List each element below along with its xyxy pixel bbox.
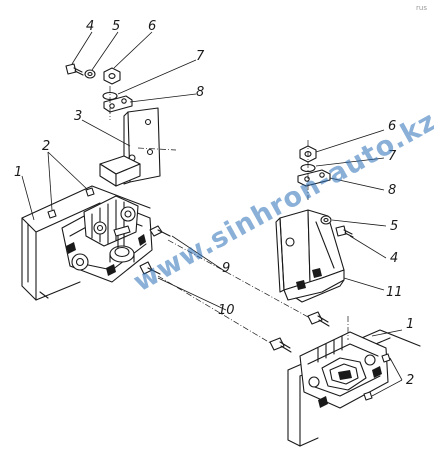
callout-4-top-left: 4: [86, 19, 94, 34]
callout-1-left: 1: [14, 165, 22, 180]
right-fasteners-top: [297, 140, 354, 238]
callout-11: 11: [386, 285, 403, 300]
callout-10: 10: [218, 303, 235, 318]
callout-8-top-left: 8: [196, 85, 204, 100]
callout-5-right: 5: [390, 219, 398, 234]
right-lower-bracket: [299, 316, 391, 409]
callout-2-left: 2: [42, 139, 50, 154]
callout-7-right: 7: [388, 149, 397, 164]
callout-9: 9: [222, 261, 230, 276]
left-small-bolts: [47, 187, 171, 275]
callout-2-right: 2: [406, 373, 414, 388]
right-upper-bracket: [275, 209, 345, 303]
callout-6-top-left: 6: [148, 19, 156, 34]
corner-mark: rus: [416, 4, 427, 12]
callout-4-right: 4: [390, 251, 398, 266]
callout-6-right: 6: [388, 119, 396, 134]
callout-8-right: 8: [388, 183, 396, 198]
left-fasteners-top: [65, 63, 133, 120]
callout-3: 3: [74, 109, 82, 124]
callout-1-right: 1: [406, 317, 414, 332]
bolt-9: [167, 239, 330, 327]
left-support-plate: [99, 107, 177, 187]
left-bracket-body: [61, 195, 153, 283]
callout-7-top-left: 7: [196, 49, 205, 64]
callout-5-top-left: 5: [112, 19, 120, 34]
left-frame-rail: [21, 185, 151, 301]
callout-labels: 4 5 6 7 8 3 2 1 6 7 8 5 4 9 11 10 1 2: [14, 19, 414, 388]
leader-lines: [21, 31, 403, 397]
watermark-text: www.sinhron-auto.kz: [128, 106, 434, 299]
